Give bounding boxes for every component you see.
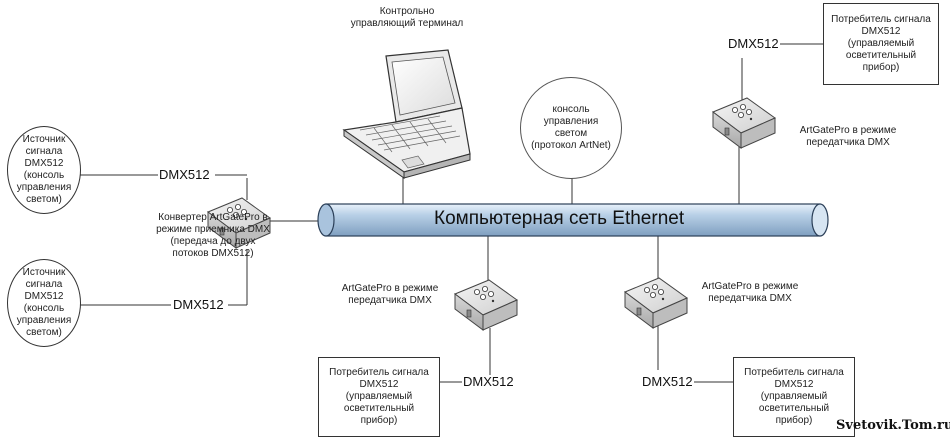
source-1-oval: Источник сигнала DMX512 (консоль управле… bbox=[7, 126, 81, 214]
consumer-top-box: Потребитель сигнала DMX512 (управляемый … bbox=[823, 3, 939, 85]
dmx-tag-top: DMX512 bbox=[727, 36, 780, 51]
network-title: Компьютерная сеть Ethernet bbox=[434, 208, 685, 229]
transmitter-top-device-icon bbox=[712, 97, 776, 149]
transmitter-mid-device-icon bbox=[454, 279, 518, 331]
transmitter-mid-label: ArtGatePro в режиме передатчика DMX bbox=[341, 283, 439, 306]
dmx-tag-right: DMX512 bbox=[641, 374, 694, 389]
consumer-right-box: Потребитель сигнала DMX512 (управляемый … bbox=[733, 357, 855, 437]
watermark: Svetovik.Tom.ru bbox=[836, 418, 950, 433]
dmx-tag-source-1: DMX512 bbox=[158, 167, 211, 182]
source-2-oval: Источник сигнала DMX512 (консоль управле… bbox=[7, 259, 81, 347]
console-circle: консоль управления светом (протокол ArtN… bbox=[520, 77, 622, 179]
laptop-icon bbox=[342, 49, 471, 179]
transmitter-right-label: ArtGatePro в режиме передатчика DMX bbox=[701, 281, 799, 304]
dmx-tag-mid: DMX512 bbox=[462, 374, 515, 389]
ethernet-pipe bbox=[317, 203, 829, 237]
transmitter-top-label: ArtGatePro в режиме передатчика DMX bbox=[799, 125, 897, 148]
connection-lines bbox=[80, 43, 823, 383]
terminal-label: Контрольно управляющий терминал bbox=[350, 6, 464, 29]
dmx-tag-source-2: DMX512 bbox=[172, 297, 225, 312]
transmitter-right-device-icon bbox=[624, 277, 688, 329]
converter-label: Конвертер ArtGatePro в режиме приемника … bbox=[156, 212, 270, 259]
consumer-mid-box: Потребитель сигнала DMX512 (управляемый … bbox=[318, 357, 440, 437]
